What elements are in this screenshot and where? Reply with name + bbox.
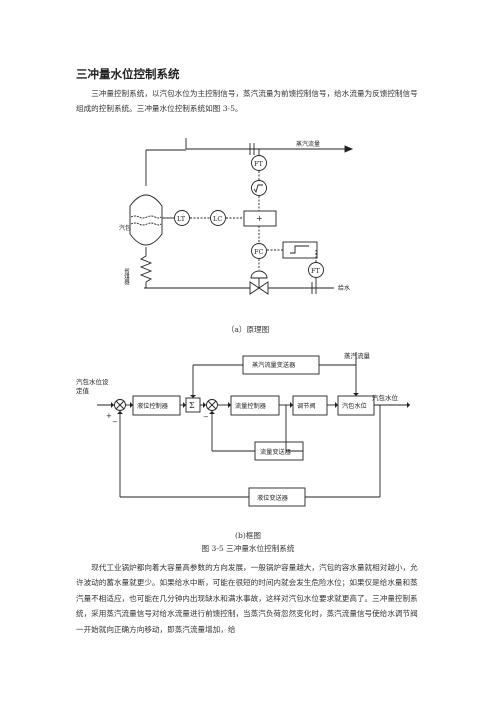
drum: [129, 194, 163, 246]
valve-actuator: [250, 270, 268, 279]
sqrt-element: [251, 180, 267, 196]
body-paragraph: 现代工业锅炉都向着大容量高参数的方向发展，一般锅炉容量越大，汽包的容水量就相对越…: [76, 563, 418, 634]
ft-label-feedwater: FT: [311, 267, 321, 275]
summing-plus: +: [256, 214, 263, 223]
level-controller-label: 液位控制器: [137, 402, 169, 410]
flow-controller-label: 流量控制器: [235, 402, 267, 410]
level-controller-box: [132, 395, 181, 416]
flow-minus: −: [203, 413, 209, 421]
steam-flow-transmitter-label: 蒸汽流量变送器: [252, 361, 296, 369]
feedwater-label: 给水: [338, 284, 350, 292]
lc-circle: [210, 210, 226, 226]
summing-box: [243, 210, 277, 227]
level-transmitter-label: 液位变送器: [257, 494, 289, 502]
setpoint-plus: +: [106, 412, 112, 420]
section-title: 三冲量水位控制系统: [76, 67, 180, 81]
lc-label: LC: [213, 215, 222, 223]
drum-level-block-label: 汽包水位: [342, 402, 367, 410]
intro-paragraph: 三冲量控制系统，以汽包水位为主控制信号，蒸汽流量为前馈控制信号，给水流量为反馈控…: [76, 89, 418, 114]
steam-flow-label: 蒸汽流量: [296, 140, 320, 148]
steam-flow-input-label: 蒸汽流量: [344, 351, 371, 360]
drum-label: 汽包: [119, 224, 131, 232]
flow-transmitter-label: 流量变送器: [260, 448, 292, 456]
figure-caption: 图 3-5 三冲量水位控制系统: [201, 544, 295, 553]
flow-controller-box: [230, 395, 280, 416]
ft-label-top: FT: [254, 160, 264, 168]
flow-comparator: [206, 399, 218, 411]
fc-label: FC: [254, 248, 264, 256]
economizer-label: 省煤器: [123, 267, 130, 286]
regulating-valve-box: [292, 395, 328, 416]
caption-a: （a）原理图: [226, 325, 270, 334]
steam-ft-circle: [251, 155, 267, 171]
setpoint-label: 汽包水位设定值: [76, 378, 109, 395]
fc-circle: [251, 243, 267, 259]
setpoint-minus: −: [112, 418, 118, 426]
regulating-valve-label: 调节阀: [297, 402, 316, 410]
caption-b: (b)框图: [235, 531, 261, 540]
drum-level-output-label: 汽包水位: [372, 393, 399, 402]
economizer-coil: [139, 255, 153, 283]
sigma-label: Σ: [189, 401, 195, 410]
lt-label: LT: [177, 215, 186, 223]
lt-circle: [174, 210, 190, 226]
